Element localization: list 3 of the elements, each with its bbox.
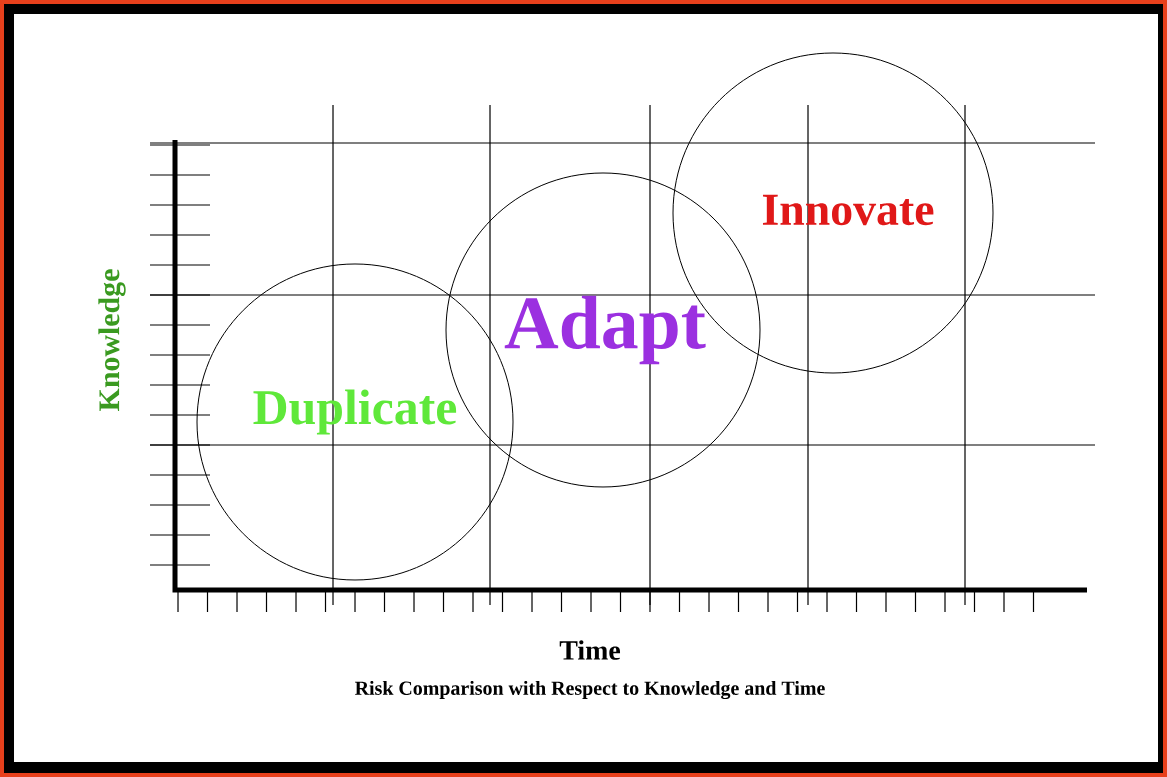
axis-label: Knowledge: [98, 269, 126, 411]
caption: Risk Comparison with Respect to Knowledge and Time: [355, 680, 825, 700]
axis-label: Time: [559, 640, 620, 660]
